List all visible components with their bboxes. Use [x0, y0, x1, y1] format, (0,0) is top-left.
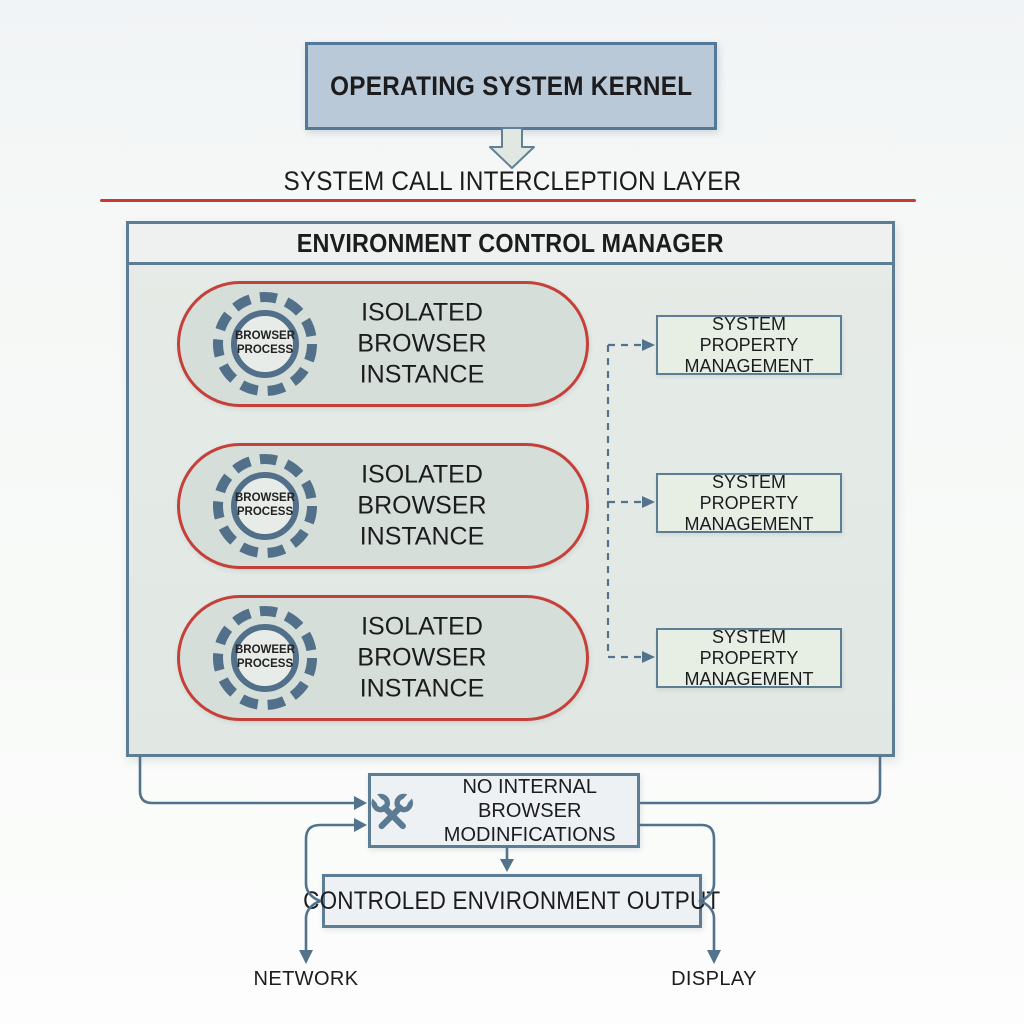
system-property-box-1: SYSTEM PROPERTY MANAGEMENT	[656, 313, 842, 376]
manager-left-to-nomod-line	[138, 755, 356, 805]
down-block-arrow-icon	[489, 127, 535, 169]
dashed-ring-icon	[213, 292, 317, 396]
system-property-label: SYSTEM PROPERTY MANAGEMENT	[684, 626, 814, 689]
manager-title: ENVIRONMENT CONTROL MANAGER	[297, 227, 724, 258]
browser-process-label-line1: BROWSER	[234, 492, 296, 505]
os-kernel-box: OPERATING SYSTEM KERNEL	[305, 42, 717, 130]
manager-title-bar: ENVIRONMENT CONTROL MANAGER	[129, 224, 892, 265]
no-modifications-box: NO INTERNAL BROWSER MODINFICATIONS	[368, 773, 640, 848]
os-kernel-label: OPERATING SYSTEM KERNEL	[329, 70, 693, 101]
instance-label: ISOLATED BROWSER INSTANCE	[357, 298, 487, 389]
instance-label: ISOLATED BROWSER INSTANCE	[357, 460, 487, 551]
browser-process-label-line2: PROCESS	[236, 658, 294, 670]
system-property-label: SYSTEM PROPERTY MANAGEMENT	[684, 313, 814, 376]
browser-process-icon: BROWSER PROCESS	[208, 287, 322, 401]
interception-divider-line	[100, 199, 916, 202]
environment-output-box: CONTROLED ENVIRONMENT OUTPUT	[303, 874, 720, 928]
crossed-tools-icon	[371, 791, 414, 829]
syscall-interception-label: SYSTEM CALL INTERCLEPTION LAYER	[283, 166, 741, 196]
instance-label: ISOLATED BROWSER INSTANCE	[357, 612, 487, 703]
environment-control-manager-box: ENVIRONMENT CONTROL MANAGER BROWSER PROC…	[126, 221, 895, 757]
browser-process-label-line1: BROWSER	[234, 330, 296, 343]
browser-process-label-line1: BROWEER	[234, 644, 296, 657]
browser-process-icon: BROWSER PROCESS	[208, 449, 322, 563]
isolated-browser-instance-pill-3: BROWEER PROCESS ISOLATED BROWSER INSTANC…	[177, 595, 589, 721]
browser-process-label-line2: PROCESS	[236, 506, 294, 518]
network-label: NETWORK	[253, 968, 359, 990]
environment-output-label: CONTROLED ENVIRONMENT OUTPUT	[303, 886, 721, 915]
dashed-ring-icon	[213, 606, 317, 710]
display-label: DISPLAY	[671, 968, 757, 990]
manager-right-to-nomod-line	[639, 755, 882, 805]
system-property-label: SYSTEM PROPERTY MANAGEMENT	[684, 471, 814, 534]
browser-process-icon: BROWEER PROCESS	[208, 601, 322, 715]
browser-process-label-line2: PROCESS	[236, 344, 294, 356]
isolated-browser-instance-pill-2: BROWSER PROCESS ISOLATED BROWSER INSTANC…	[177, 443, 589, 569]
dashed-ring-icon	[213, 454, 317, 558]
system-property-box-3: SYSTEM PROPERTY MANAGEMENT	[656, 626, 842, 689]
system-property-box-2: SYSTEM PROPERTY MANAGEMENT	[656, 471, 842, 534]
isolated-browser-instance-pill-1: BROWSER PROCESS ISOLATED BROWSER INSTANC…	[177, 281, 589, 407]
no-modifications-label: NO INTERNAL BROWSER MODINFICATIONS	[443, 775, 616, 846]
